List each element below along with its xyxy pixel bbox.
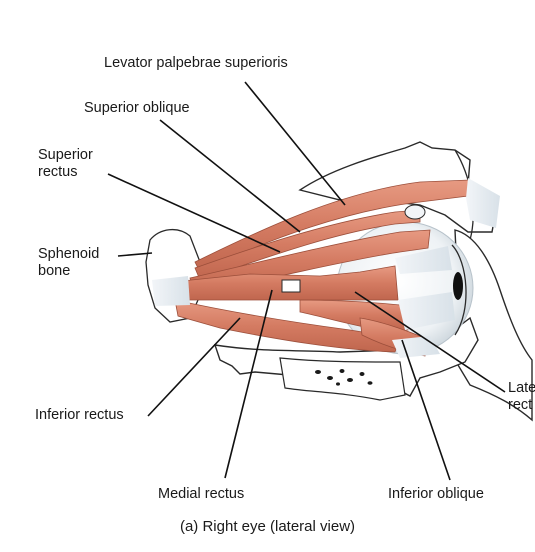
label-inferior-rectus: Inferior rectus: [35, 407, 124, 423]
leader-superior-oblique: [159, 119, 301, 233]
tendons: [152, 178, 500, 358]
pupil: [453, 272, 463, 300]
label-superior-oblique: Superior oblique: [84, 100, 190, 116]
leader-sphenoid: [117, 252, 153, 257]
label-inferior-oblique: Inferior oblique: [388, 486, 484, 502]
inferior-rectus-muscle: [174, 299, 401, 353]
levator-tendon: [466, 178, 500, 228]
leader-inferior-rectus: [147, 317, 241, 417]
maxilla-lower: [279, 357, 406, 401]
figure-caption: (a) Right eye (lateral view): [179, 518, 356, 535]
leader-superior-rectus: [107, 173, 281, 253]
zygomatic-bone: [454, 229, 533, 422]
leader-lateral-rectus: [354, 291, 506, 393]
label-lateral-rectus: Late rect: [508, 380, 535, 413]
trochlea: [404, 204, 426, 220]
label-medial-rectus: Medial rectus: [158, 486, 245, 502]
label-levator-palpebrae-superioris: Levator palpebrae superioris: [104, 55, 288, 71]
leader-levator: [244, 81, 346, 206]
leader-inferior-oblique: [401, 339, 451, 481]
label-sphenoid-bone: Sphenoid bone: [38, 246, 100, 279]
label-superior-rectus: Superior rectus: [38, 147, 93, 180]
optic-canal: [281, 279, 301, 293]
leader-lines: [107, 81, 506, 481]
infraorbital-foramina: [315, 369, 373, 386]
superior-oblique-muscle: [194, 209, 421, 281]
leader-medial-rectus: [224, 289, 273, 479]
